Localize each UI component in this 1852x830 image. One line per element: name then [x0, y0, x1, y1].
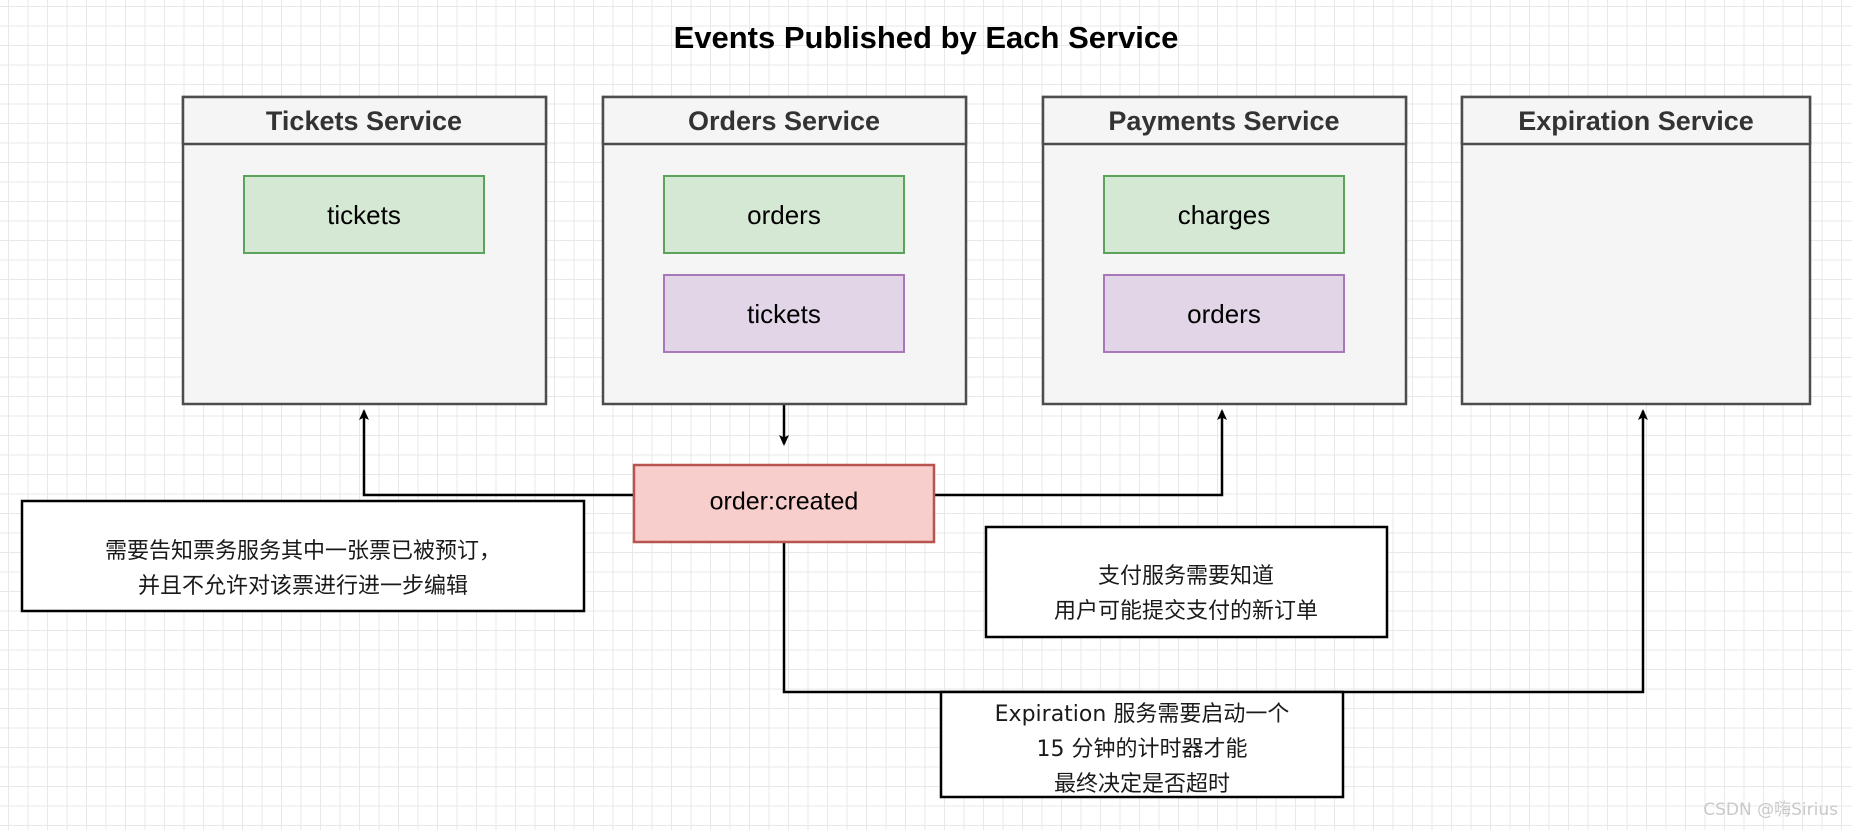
service-header	[1460, 95, 1812, 146]
note-line: 支付服务需要知道	[1098, 564, 1274, 589]
note-line: 15 分钟的计时器才能	[1037, 737, 1248, 762]
note-tickets-note[interactable]: 需要告知票务服务其中一张票已被预订， 并且不允许对该票进行进一步编辑	[20, 499, 586, 613]
service-card-expiration-service[interactable]: Expiration Service	[1460, 95, 1812, 406]
note-rect	[939, 690, 1345, 799]
service-card-orders-service[interactable]: Orders Service orders tickets	[601, 95, 968, 406]
note-payments-note[interactable]: 支付服务需要知道 用户可能提交支付的新订单	[984, 525, 1389, 639]
chip-label: tickets	[327, 200, 401, 230]
service-body	[1460, 95, 1812, 406]
event-box-order-created[interactable]: order:created	[632, 463, 936, 544]
service-header	[181, 95, 548, 146]
note-rect	[20, 499, 586, 613]
chip-rect	[1103, 274, 1345, 353]
service-title: Tickets Service	[266, 106, 462, 136]
watermark: CSDN @嗨Sirius	[1703, 800, 1838, 820]
chip-label: tickets	[747, 299, 821, 329]
service-header	[1041, 95, 1408, 146]
service-title: Orders Service	[688, 106, 880, 136]
event-chip-published[interactable]: charges	[1103, 175, 1345, 254]
note-rect	[984, 525, 1389, 639]
event-chip-published[interactable]: orders	[663, 175, 905, 254]
connector-event-to-payments	[934, 409, 1227, 497]
event-rect	[632, 463, 936, 544]
chip-label: charges	[1178, 200, 1271, 230]
event-chip-listened[interactable]: orders	[1103, 274, 1345, 353]
note-line: 并且不允许对该票进行进一步编辑	[138, 574, 468, 599]
note-line: 用户可能提交支付的新订单	[1054, 599, 1318, 624]
service-card-tickets-service[interactable]: Tickets Service tickets	[181, 95, 548, 406]
chip-label: orders	[1187, 299, 1261, 329]
note-line: Expiration 服务需要启动一个	[995, 702, 1290, 727]
chip-rect	[243, 175, 485, 254]
chip-label: orders	[747, 200, 821, 230]
event-label: order:created	[710, 488, 859, 516]
chip-rect	[663, 274, 905, 353]
service-card-payments-service[interactable]: Payments Service charges orders	[1041, 95, 1408, 406]
service-title: Expiration Service	[1518, 106, 1754, 136]
note-line: 需要告知票务服务其中一张票已被预订，	[105, 539, 501, 564]
connector-event-to-tickets	[359, 409, 634, 497]
note-line: 最终决定是否超时	[1054, 772, 1230, 797]
page-title: Events Published by Each Service	[674, 20, 1179, 55]
event-chip-published[interactable]: tickets	[243, 175, 485, 254]
chip-rect	[1103, 175, 1345, 254]
note-expiration-note[interactable]: Expiration 服务需要启动一个 15 分钟的计时器才能 最终决定是否超时	[939, 690, 1345, 799]
event-chip-listened[interactable]: tickets	[663, 274, 905, 353]
service-header	[601, 95, 968, 146]
chip-rect	[663, 175, 905, 254]
service-title: Payments Service	[1108, 106, 1339, 136]
